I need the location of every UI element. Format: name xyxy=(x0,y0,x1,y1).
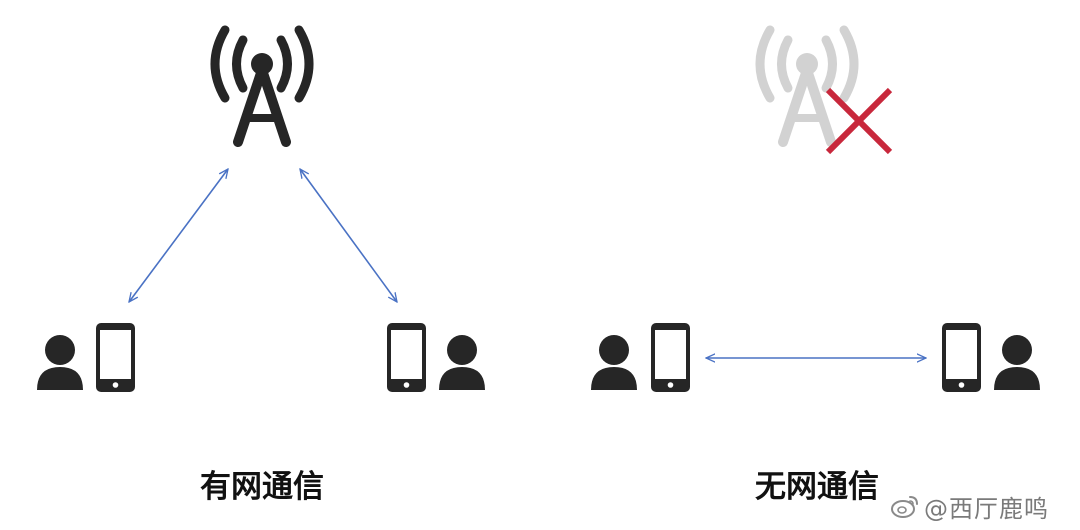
link-arrow-right xyxy=(300,169,397,302)
smartphone-icon xyxy=(942,323,981,392)
cell-tower-icon xyxy=(210,25,314,147)
person-icon xyxy=(37,335,83,390)
watermark-handle: @西厅鹿鸣 xyxy=(924,494,1049,523)
watermark: @西厅鹿鸣 xyxy=(890,486,1049,526)
smartphone-icon xyxy=(387,323,426,392)
person-icon xyxy=(994,335,1040,390)
caption-with-network: 有网通信 xyxy=(200,469,324,505)
cell-tower-offline-icon xyxy=(755,25,859,147)
person-icon xyxy=(591,335,637,390)
caption-without-network: 无网通信 xyxy=(755,469,879,505)
smartphone-icon xyxy=(651,323,690,392)
cross-icon xyxy=(825,87,893,155)
weibo-icon xyxy=(891,496,918,518)
smartphone-icon xyxy=(96,323,135,392)
link-arrow-left xyxy=(129,169,228,302)
person-icon xyxy=(439,335,485,390)
